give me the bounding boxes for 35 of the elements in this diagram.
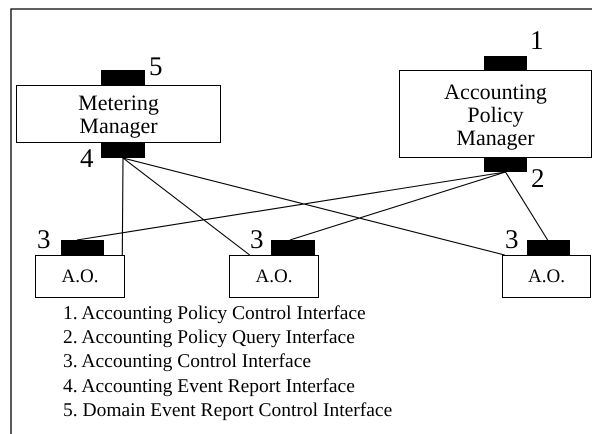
component-box [229, 255, 319, 298]
connector-line [290, 171, 506, 241]
callout-number: 3 [505, 226, 518, 253]
component-name: Accounting Policy Manager [443, 80, 548, 148]
callout-number: 2 [531, 165, 544, 192]
interface-port [101, 70, 145, 85]
callout-number: 3 [37, 226, 50, 253]
interface-port [101, 143, 145, 158]
legend-note: 3. Accounting Control Interface [63, 351, 312, 374]
legend-note: 5. Domain Event Report Control Interface [63, 400, 392, 422]
interface-port [61, 240, 104, 255]
component-box [399, 70, 592, 158]
component-name: A.O. [528, 265, 565, 288]
component-name: A.O. [256, 265, 292, 288]
interface-port [271, 240, 315, 255]
connector-line [505, 172, 548, 240]
component-box [16, 85, 221, 143]
component-name: A.O. [62, 265, 98, 288]
connector-line [122, 158, 250, 256]
component-name: Metering Manager [77, 91, 160, 137]
component-box [502, 255, 591, 298]
callout-number: 5 [149, 53, 162, 80]
legend-note: 4. Accounting Event Report Interface [63, 376, 355, 398]
interface-port [484, 158, 527, 172]
callout-number: 4 [80, 145, 94, 172]
legend-note: 1. Accounting Policy Control Interface [63, 303, 366, 325]
callout-number: 3 [250, 226, 264, 253]
interface-port [484, 56, 527, 70]
component-box [35, 255, 125, 298]
interface-port [527, 240, 570, 255]
callout-number: 1 [530, 27, 544, 54]
connector-line [76, 171, 506, 241]
connector-line [122, 158, 124, 255]
legend-note: 2. Accounting Policy Query Interface [63, 327, 355, 350]
connector-line [122, 157, 505, 256]
